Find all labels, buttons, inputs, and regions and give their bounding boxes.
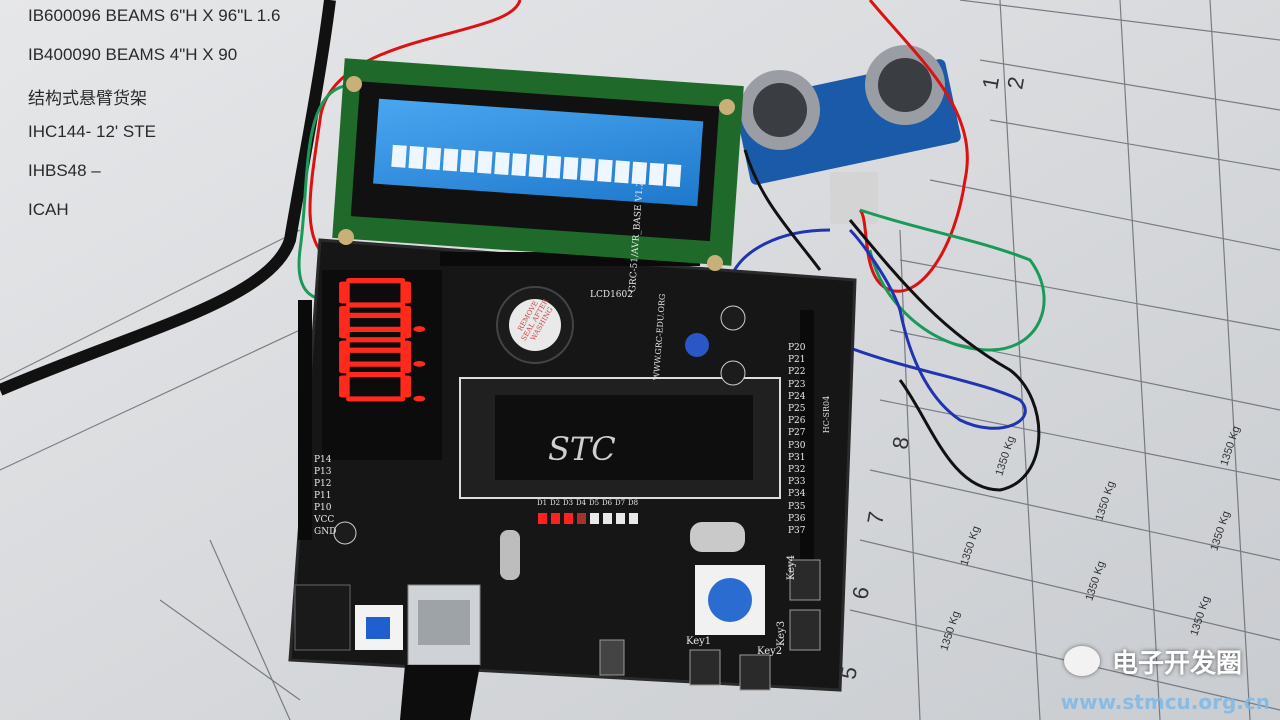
pin-label: P10 xyxy=(314,503,332,513)
lcd-block-row xyxy=(391,144,682,187)
segment xyxy=(346,312,406,319)
lcd-block xyxy=(459,149,476,173)
pin-label: P11 xyxy=(314,491,332,501)
segment xyxy=(400,351,412,374)
pin-label: GND xyxy=(314,527,337,537)
pin-label: P32 xyxy=(788,465,806,475)
paper-line-2: IB400090 BEAMS 4"H X 90 xyxy=(28,45,238,64)
led-label: D6 xyxy=(602,499,613,507)
lcd-block xyxy=(408,146,424,169)
led-label: D4 xyxy=(576,499,587,507)
pin-label: P31 xyxy=(788,452,806,463)
chip-label: STC xyxy=(548,430,616,468)
key-label: Key1 xyxy=(686,636,712,647)
green-wire xyxy=(297,83,351,302)
decimal-point xyxy=(413,395,426,402)
led-label: D7 xyxy=(615,499,626,507)
lcd-block xyxy=(597,159,613,183)
lcd-block xyxy=(528,154,545,178)
pin-label: P26 xyxy=(788,416,806,427)
decimal-point xyxy=(413,326,426,332)
pin-label: P33 xyxy=(788,477,806,488)
segment xyxy=(400,375,412,398)
paper-line-6: ICAH xyxy=(28,200,69,219)
led-label: D1 xyxy=(537,499,548,507)
led-label: D3 xyxy=(563,499,574,507)
lcd-block xyxy=(580,158,596,181)
segment xyxy=(339,351,350,374)
lcd-block xyxy=(511,153,527,177)
pin-label: P22 xyxy=(788,367,806,378)
lcd-block xyxy=(442,148,459,172)
pin-label: VCC xyxy=(314,515,335,525)
segment xyxy=(346,347,406,353)
segment xyxy=(400,316,412,339)
segment xyxy=(346,337,406,343)
pin-label: P30 xyxy=(788,440,806,451)
lcd-block xyxy=(477,150,493,174)
wechat-icon xyxy=(1064,646,1100,676)
lcd-block xyxy=(494,152,510,175)
led-label: D5 xyxy=(589,499,600,507)
watermark-title: 电子开发圈 xyxy=(1111,649,1242,679)
lcd-block xyxy=(391,144,407,168)
lcd-header-silk: LCD1602 xyxy=(590,290,633,300)
segment xyxy=(346,278,406,284)
pin-label: P20 xyxy=(788,343,806,353)
watermark-url: www.stmcu.org.cn xyxy=(1060,690,1270,714)
segment xyxy=(339,375,350,398)
segment xyxy=(339,316,350,339)
pin-label: P34 xyxy=(788,489,806,500)
pin-label: P14 xyxy=(314,455,332,465)
lcd-block xyxy=(425,147,442,171)
led-label: D2 xyxy=(550,499,561,507)
decimal-point xyxy=(413,360,426,367)
usb-cable xyxy=(0,0,336,396)
seven-segment-digits xyxy=(339,278,426,402)
segment xyxy=(346,326,406,332)
paper-line-5: IHBS48 – xyxy=(28,161,101,180)
led-label: D8 xyxy=(628,499,639,507)
ultrasonic-sensor xyxy=(735,45,961,224)
lcd-block xyxy=(631,161,648,185)
lcd-block xyxy=(665,164,682,187)
pin-label: P21 xyxy=(788,355,806,366)
pin-label: P25 xyxy=(788,404,806,414)
segment xyxy=(339,281,350,304)
pin-label: P27 xyxy=(788,428,806,439)
segment xyxy=(346,396,406,402)
key-label: Key4 xyxy=(786,554,798,581)
paper-line-1: IB600096 BEAMS 6"H X 96"L 1.6 xyxy=(28,6,281,25)
pin-label: P37 xyxy=(788,526,806,536)
segment xyxy=(400,281,412,304)
paper-line-4: IHC144- 12' STE xyxy=(28,122,156,141)
pin-label: P13 xyxy=(314,467,332,477)
lcd-block xyxy=(562,156,579,180)
paper-line-3: 结构式悬臂货架 xyxy=(28,89,147,109)
segment xyxy=(346,302,406,308)
pin-label: P35 xyxy=(788,501,806,512)
pin-label: P23 xyxy=(788,379,806,390)
key-label: Key3 xyxy=(776,620,788,647)
sensor-silk: HC-SR04 xyxy=(822,395,832,434)
pin-label: P36 xyxy=(788,513,806,524)
lcd-block xyxy=(648,162,665,186)
pin-label: P12 xyxy=(314,479,332,489)
segment xyxy=(346,371,406,378)
key-label: Key2 xyxy=(757,646,783,657)
lcd-block xyxy=(614,160,630,184)
lcd-block xyxy=(545,155,562,179)
segment xyxy=(346,361,406,367)
pin-label: P24 xyxy=(788,391,806,402)
